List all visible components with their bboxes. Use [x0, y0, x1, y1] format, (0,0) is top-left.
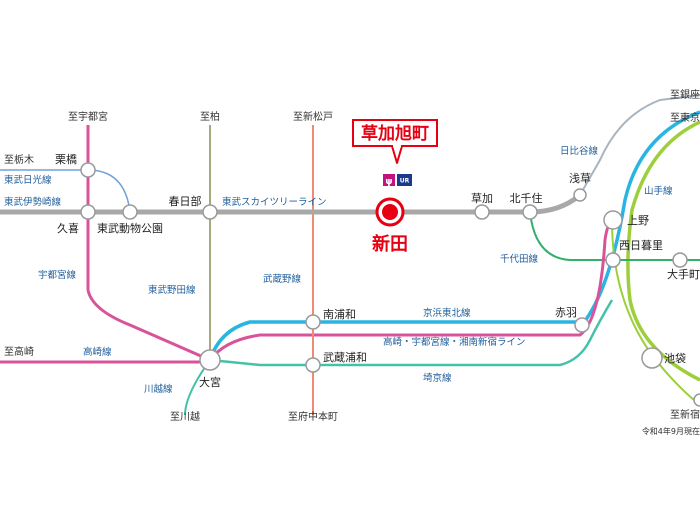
station-marker-kasukabe — [202, 204, 218, 220]
station-soka: 草加 — [471, 192, 493, 205]
callout-box — [352, 119, 438, 147]
station-marker-akabane — [574, 317, 590, 333]
ur-logo-glyph-icon: ψ — [385, 177, 392, 187]
station-tobu-dobutsu-koen: 東武動物公園 — [97, 221, 163, 235]
station-asakusa: 浅草 — [569, 172, 591, 185]
saikyo-line — [209, 299, 614, 367]
line-yamanote: 山手線 — [644, 185, 673, 197]
station-marker-kuki — [80, 204, 96, 220]
ur-logo-text: UR — [400, 178, 410, 185]
station-musashi-urawa: 武蔵浦和 — [323, 351, 367, 364]
line-shonan: 高崎・宇都宮線・湘南新宿ライン — [383, 336, 526, 348]
station-marker-omiya — [199, 349, 221, 371]
line-tobu-isesaki: 東武伊勢崎線 — [4, 196, 62, 208]
shonan-shinjuku-line — [208, 218, 614, 361]
station-marker-nishinippori — [605, 252, 621, 268]
dest-shinmatsudo: 至新松戸 — [293, 110, 333, 123]
dest-tochigi: 至栃木 — [4, 153, 34, 166]
station-marker-ikebukuro — [641, 347, 663, 369]
hibiya-line — [579, 94, 700, 196]
dest-tokyo: 至東京 — [670, 111, 700, 124]
dest-utsunomiya: 至宇都宮 — [68, 110, 108, 123]
line-utsunomiya: 宇都宮線 — [38, 269, 77, 281]
line-kawagoe: 川越線 — [144, 383, 173, 395]
station-marker-asakusa — [573, 188, 587, 202]
station-marker-otemachi — [672, 252, 688, 268]
station-marker-tobu-dobutsu-koen — [122, 204, 138, 220]
station-ikebukuro: 池袋 — [664, 351, 686, 365]
line-hibiya: 日比谷線 — [560, 145, 599, 157]
dest-kawagoe: 至川越 — [170, 410, 200, 423]
dest-shinjuku: 至新宿 — [670, 408, 700, 421]
station-kuki: 久喜 — [57, 222, 79, 235]
station-marker-musashi-urawa — [305, 357, 321, 373]
station-kasukabe: 春日部 — [169, 194, 202, 208]
station-marker-minami-urawa — [305, 314, 321, 330]
callout-pointer — [391, 145, 403, 164]
line-saikyo: 埼京線 — [423, 372, 452, 384]
station-marker-ueno — [603, 210, 623, 230]
ur-logo-mark — [383, 174, 395, 186]
highlight-station-name: 新田 — [372, 233, 408, 255]
chiyoda-line — [529, 211, 700, 261]
station-minami-urawa: 南浦和 — [323, 308, 356, 321]
dest-ginza: 至銀座 — [670, 88, 700, 101]
station-nishinippori: 西日暮里 — [619, 238, 663, 252]
line-tobu-noda: 東武野田線 — [148, 284, 196, 296]
line-tobu-skytree: 東武スカイツリーライン — [222, 196, 327, 208]
dest-kashiwa: 至柏 — [200, 110, 220, 123]
yamanote-line — [626, 120, 700, 382]
dest-takasaki: 至高崎 — [4, 345, 34, 358]
station-kitasenju: 北千住 — [510, 191, 543, 205]
line-keihin-tohoku: 京浜東北線 — [423, 307, 471, 319]
station-marker-kurihashi — [80, 162, 96, 178]
line-chiyoda: 千代田線 — [500, 253, 539, 265]
line-musashino: 武蔵野線 — [263, 273, 302, 285]
station-marker-shinjuku-edge — [693, 393, 700, 407]
station-marker-kitasenju — [522, 204, 538, 220]
utsunomiya-line — [86, 125, 211, 362]
station-omiya: 大宮 — [199, 375, 221, 389]
date-note: 令和4年9月現在 — [642, 426, 700, 436]
station-ueno: 上野 — [627, 214, 649, 227]
callout-title: 草加旭町 — [361, 123, 429, 144]
dest-fuchu-hommachi: 至府中本町 — [288, 410, 338, 423]
station-otemachi: 大手町 — [667, 267, 700, 281]
line-takasaki: 高崎線 — [83, 346, 112, 358]
highlight-station-dot — [382, 204, 398, 220]
station-kurihashi: 栗橋 — [55, 152, 77, 166]
line-tobu-nikko: 東武日光線 — [4, 174, 52, 186]
station-marker-soka — [474, 204, 490, 220]
station-akabane: 赤羽 — [555, 306, 577, 319]
